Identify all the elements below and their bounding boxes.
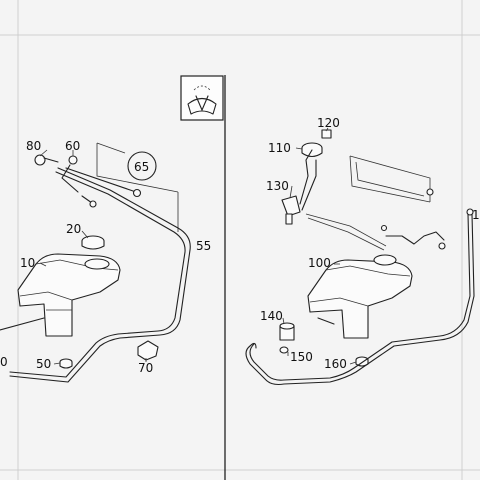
leader-140	[282, 317, 285, 325]
pump-110	[301, 142, 323, 158]
hose-right-tail	[249, 342, 257, 349]
label-55: 55	[196, 239, 211, 253]
label-150: 150	[290, 350, 313, 364]
label-100: 100	[308, 256, 331, 270]
label-120: 120	[317, 116, 340, 130]
leader-110	[295, 147, 303, 150]
reservoir-100	[307, 254, 413, 339]
label-70: 70	[138, 361, 153, 375]
label-50: 50	[36, 357, 51, 371]
hose-right	[245, 213, 475, 386]
leader-10	[39, 262, 47, 267]
nut-50	[59, 358, 73, 369]
label-10: 10	[20, 256, 35, 270]
leader-80	[39, 149, 48, 157]
pump-130	[281, 149, 387, 251]
connector-60	[61, 155, 79, 193]
leader-130	[289, 185, 293, 199]
hose-left-lower	[0, 317, 45, 331]
nozzle-80	[34, 154, 59, 166]
label-110: 110	[268, 141, 291, 155]
hose-55	[9, 167, 191, 383]
windshield-wiper-icon	[180, 75, 224, 121]
label-160: 160	[324, 357, 347, 371]
wiring-harness	[349, 155, 446, 250]
label-20: 20	[66, 222, 81, 236]
pump-140	[279, 322, 295, 341]
leader-120	[325, 127, 329, 132]
hose-55-inner	[9, 171, 186, 378]
hose-bundle-65	[65, 142, 179, 232]
cap-20	[81, 235, 105, 250]
hose-right-end	[466, 208, 474, 216]
leader-20	[81, 230, 89, 239]
reservoir-10	[17, 253, 121, 337]
label-0-partial: 0	[0, 355, 8, 369]
hose-right-inner	[249, 213, 471, 381]
label-80: 80	[26, 139, 41, 153]
grommet-150	[279, 346, 289, 354]
clip-70	[137, 340, 159, 361]
label-140: 140	[260, 309, 283, 323]
label-65: 65	[134, 160, 149, 174]
leader-50	[53, 362, 61, 365]
label-60: 60	[65, 139, 80, 153]
hose-right-lower	[317, 317, 335, 325]
label-1-partial: 1	[472, 208, 480, 222]
leader-160	[349, 361, 357, 365]
cap-120	[321, 129, 332, 139]
label-130: 130	[266, 179, 289, 193]
